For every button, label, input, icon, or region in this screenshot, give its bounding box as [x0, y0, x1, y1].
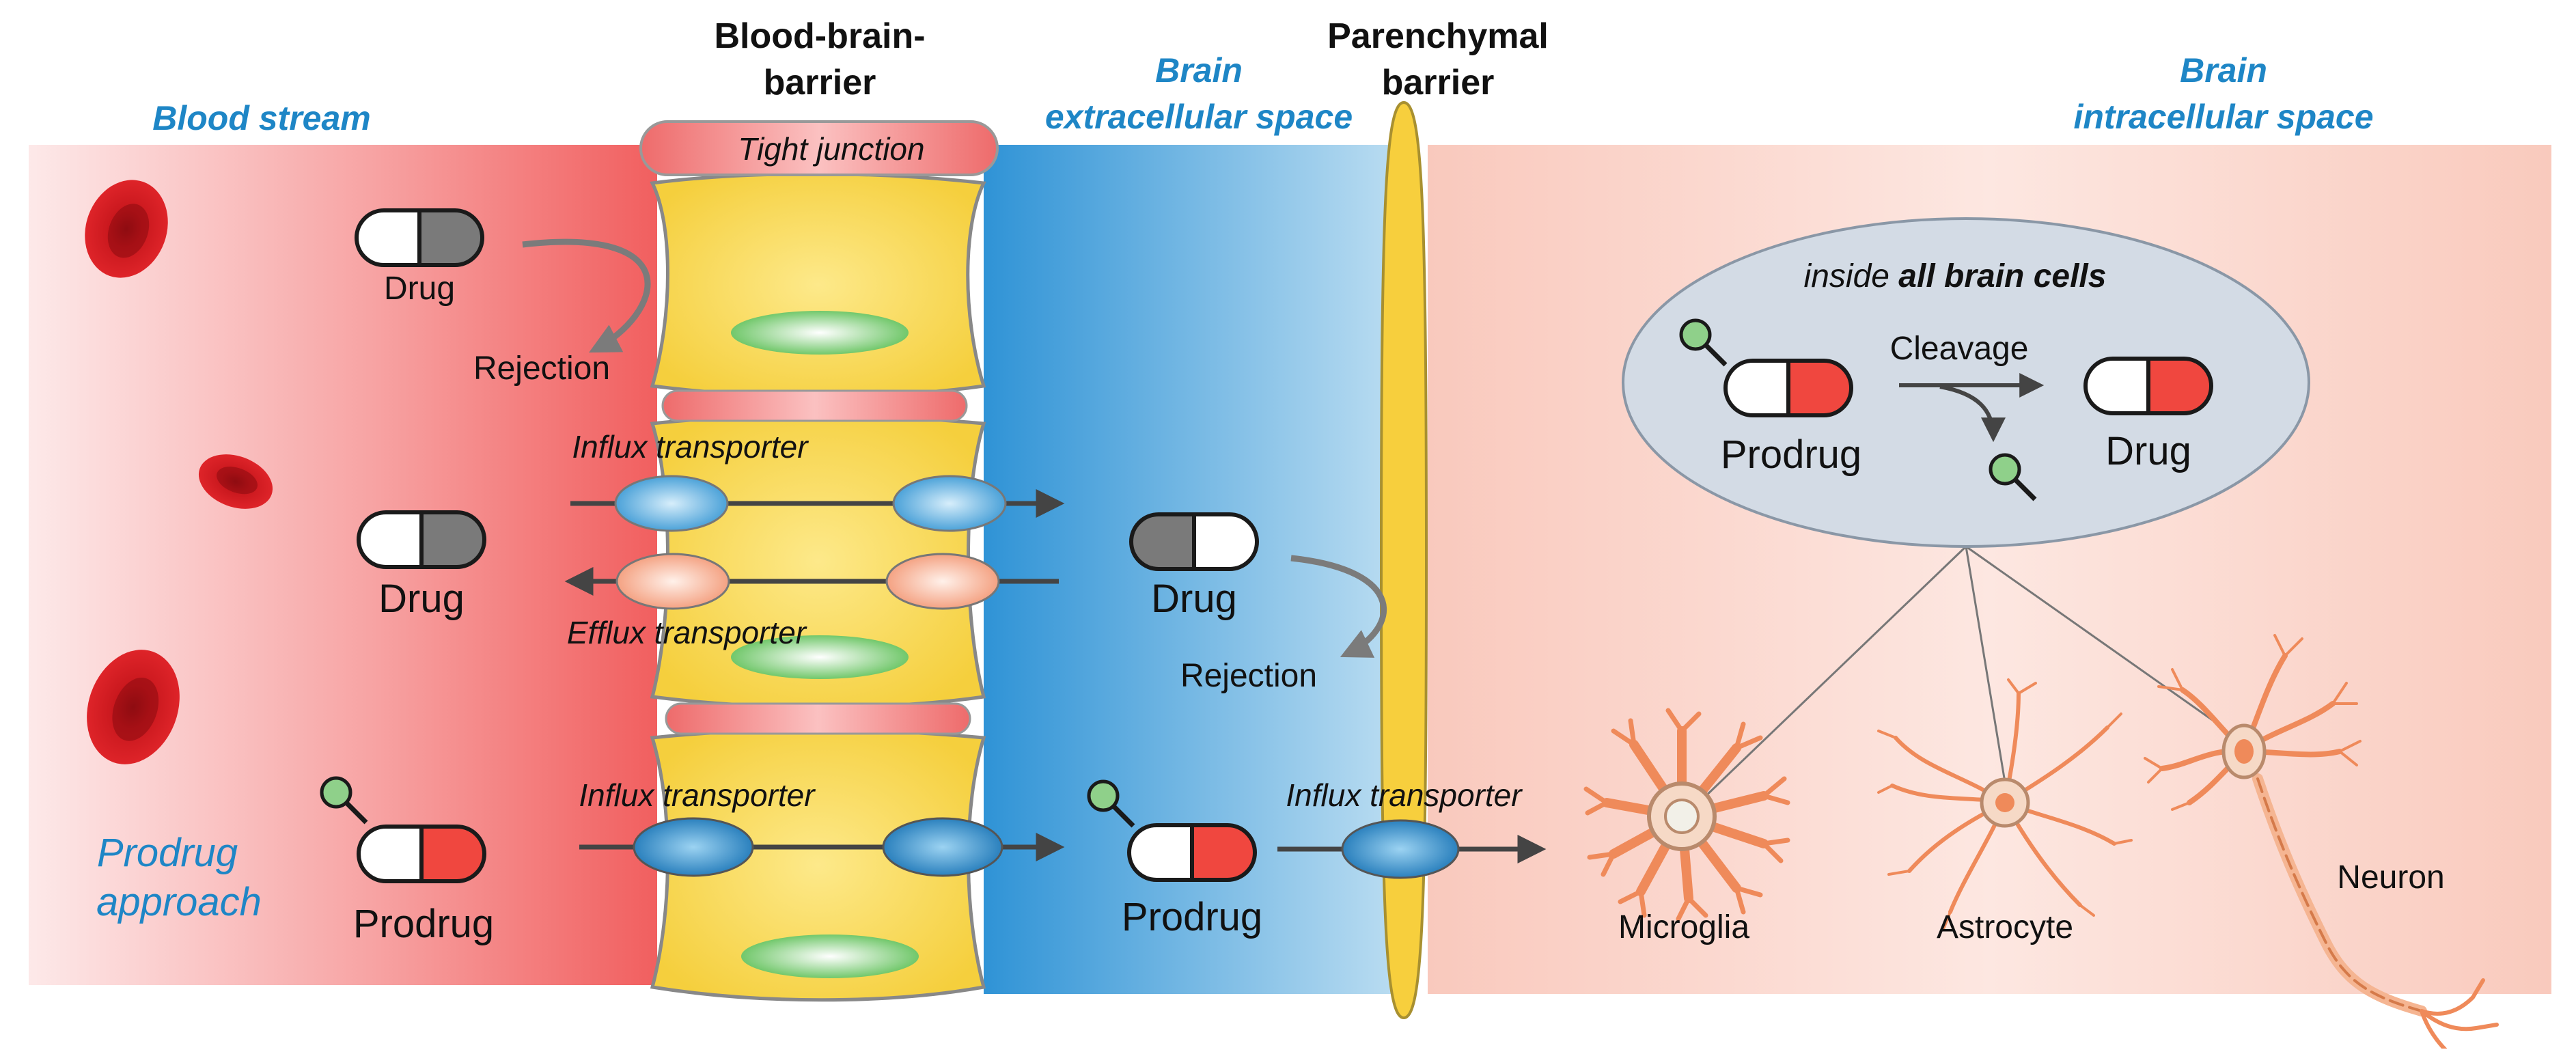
arrow-icon: [522, 238, 651, 353]
astrocyte-icon: [1877, 678, 2133, 930]
influx-transporter-left: [614, 475, 729, 532]
capsule-icon: [359, 512, 484, 567]
header-brain-ecs-line2: extracellular space: [1045, 98, 1353, 136]
label-drug-top: Drug: [384, 271, 455, 307]
label-prodrug-mid: Prodrug: [1122, 895, 1262, 939]
capsule-icon: [1129, 825, 1255, 880]
efflux-transporter-left: [615, 553, 730, 610]
label-influx-transporter-1: Influx transporter: [572, 429, 809, 465]
label-influx-transporter-2: Influx transporter: [579, 777, 816, 813]
label-prodrug-approach-line2: approach: [96, 880, 262, 924]
neuron-icon: [2144, 634, 2499, 1052]
inset-label-drug: Drug: [2105, 429, 2191, 473]
label-drug-mid-left: Drug: [378, 577, 465, 621]
blood-stream-region: [29, 145, 657, 985]
inset-label-prodrug: Prodrug: [1721, 432, 1861, 477]
header-parenchymal-line1: Parenchymal: [1327, 16, 1549, 56]
label-rejection-mid: Rejection: [1180, 658, 1317, 694]
nucleus-2: [731, 635, 909, 679]
arrow-icon: [1290, 555, 1387, 658]
label-influx-transporter-3: Influx transporter: [1286, 777, 1523, 813]
inset-title: inside all brain cells: [1804, 258, 2107, 294]
influx-transporter-parenchymal: [1341, 819, 1460, 879]
cell-label-microglia: Microglia: [1618, 909, 1749, 945]
capsule-icon: [2086, 359, 2211, 413]
header-brain-ics-line1: Brain: [2180, 51, 2267, 89]
influx-transporter-right: [892, 475, 1007, 532]
label-tight-junction: Tight junction: [738, 131, 924, 167]
nucleus-3: [741, 935, 919, 978]
capsule-icon: [1131, 514, 1257, 569]
header-brain-ics-line2: intracellular space: [2073, 98, 2373, 136]
header-brain-ecs-line1: Brain: [1155, 51, 1243, 89]
header-blood-stream: Blood stream: [152, 99, 371, 137]
endothelial-cell-1: [650, 172, 986, 398]
capsule-icon: [1726, 361, 1851, 415]
inset-label-cleavage: Cleavage: [1890, 331, 2029, 367]
inset-ellipse: [1622, 217, 2310, 548]
label-efflux-transporter: Efflux transporter: [567, 615, 807, 650]
tight-junction-top: [639, 120, 999, 176]
influx-transporter-right: [882, 817, 1003, 877]
label-prodrug-left: Prodrug: [353, 902, 494, 946]
tight-junction-2: [661, 389, 968, 422]
cell-label-astrocyte: Astrocyte: [1937, 909, 2073, 945]
capsule-icon: [357, 210, 482, 265]
efflux-transporter-right: [885, 553, 1000, 610]
header-parenchymal-line2: barrier: [1382, 63, 1495, 102]
cell-label-neuron: Neuron: [2337, 859, 2444, 896]
influx-transporter-left: [633, 817, 754, 877]
arrow-icon: [1939, 385, 2006, 443]
parenchymal-barrier: [1379, 100, 1428, 1020]
nucleus-1: [731, 311, 909, 355]
tight-junction-3: [665, 702, 971, 735]
label-rejection-top: Rejection: [473, 350, 610, 387]
header-bbb-line2: barrier: [764, 63, 876, 102]
label-prodrug-approach-line1: Prodrug: [97, 831, 238, 875]
label-drug-mid-right: Drug: [1151, 577, 1237, 621]
inset-all-brain-cells: inside all brain cells Prodrug Cleavage …: [1622, 217, 2310, 802]
capsule-icon: [359, 827, 484, 881]
header-bbb-line1: Blood-brain-: [714, 16, 925, 56]
microglia-icon: [1583, 708, 1790, 922]
